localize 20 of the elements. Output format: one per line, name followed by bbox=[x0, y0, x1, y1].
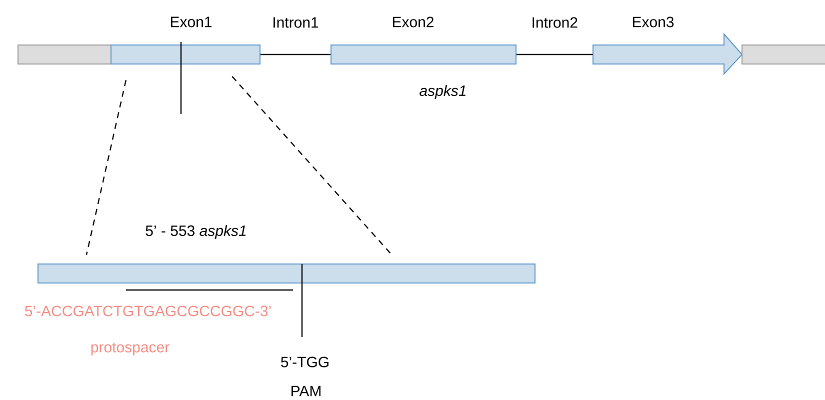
exon-box bbox=[330, 16, 516, 64]
exon-label: Exon1 bbox=[170, 16, 212, 28]
exon-label: Exon3 bbox=[632, 16, 674, 28]
pam-label: PAM bbox=[292, 386, 320, 396]
segment-box bbox=[742, 44, 825, 64]
exon-label: Exon2 bbox=[392, 16, 434, 28]
segment-box bbox=[18, 44, 112, 64]
intron-line bbox=[260, 54, 330, 56]
sequence-title: 5’ - 553 aspks1 bbox=[146, 225, 246, 239]
zoom-line bbox=[86, 80, 127, 255]
sequence-bar bbox=[38, 264, 536, 284]
edge-label: Intron1 bbox=[274, 17, 318, 28]
intron-line bbox=[516, 54, 593, 56]
protospacer-label: protospacer bbox=[91, 342, 170, 356]
pam-sequence: 5’-TGG bbox=[281, 356, 328, 368]
sequence-text: 5’-ACCGATCTGTGAGCGCCGGC-3’ bbox=[24, 306, 271, 316]
exon-box bbox=[110, 16, 260, 64]
edge-label: Intron2 bbox=[532, 17, 578, 28]
exon-arrow bbox=[592, 16, 743, 76]
gene-name: aspks1 bbox=[420, 85, 466, 99]
